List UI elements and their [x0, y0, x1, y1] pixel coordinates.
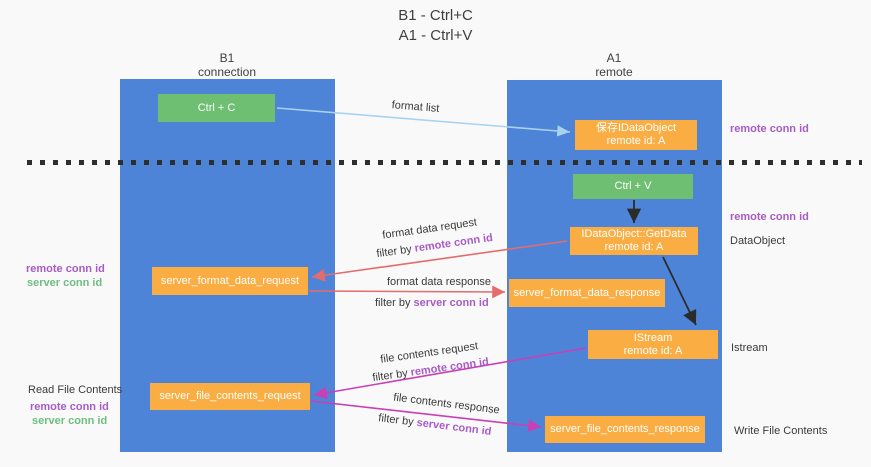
dataobject-label: DataObject [730, 235, 786, 247]
server-format-data-response-box: server_format_data_response [509, 279, 665, 307]
ctrl-v-box: Ctrl + V [573, 174, 693, 199]
format-data-response-filter-label: filter by server conn id [375, 297, 489, 309]
lifeline-a1-id: A1 [606, 51, 622, 65]
getdata-line2: remote id: A [604, 241, 664, 253]
machine-boundary-dashed-line [27, 160, 862, 165]
save-idataobject-line2: remote id: A [606, 135, 666, 147]
right-mid-remote-conn-id-label: remote conn id [730, 211, 809, 223]
left-remote-conn-id-label: remote conn id [26, 263, 105, 275]
title-line-2: A1 - Ctrl+V [398, 27, 473, 44]
istream-side-label: Istream [731, 342, 768, 354]
filter-by-text: filter by [375, 297, 414, 309]
istream-line1: IStream [633, 331, 673, 344]
filter-by-text: filter by [375, 242, 416, 261]
lifeline-b1-id: B1 [219, 51, 235, 65]
file-contents-response-label: file contents response [392, 391, 501, 417]
diagram-title: B1 - Ctrl+C A1 - Ctrl+V [0, 6, 871, 46]
server-conn-id-key: server conn id [415, 416, 493, 438]
filter-by-text: filter by [371, 366, 412, 385]
idataobject-getdata-box: IDataObject::GetData remote id: A [570, 227, 698, 255]
right-top-remote-conn-id-label: remote conn id [730, 123, 809, 135]
server-file-contents-response-label: server_file_contents_response [550, 423, 700, 435]
server-format-data-response-label: server_format_data_response [513, 286, 661, 299]
title-line-1: B1 - Ctrl+C [398, 7, 473, 24]
format-data-response-arrow [308, 285, 506, 299]
file-contents-response-filter-label: filter by server conn id [378, 412, 492, 438]
lifeline-header-b1: B1 connection [152, 51, 302, 79]
save-idataobject-line1: 保存IDataObject [595, 122, 677, 134]
left-server-conn-id-label: server conn id [27, 277, 103, 289]
read-server-conn-id-label: server conn id [32, 415, 108, 427]
ctrl-c-box: Ctrl + C [158, 94, 275, 122]
filter-by-text: filter by [377, 412, 418, 429]
server-format-data-request-label: server_format_data_request [160, 274, 300, 287]
ctrl-c-label: Ctrl + C [197, 101, 236, 114]
write-file-contents-label: Write File Contents [734, 425, 828, 437]
format-list-label: format list [391, 99, 440, 115]
lifeline-b1-role: connection [197, 65, 257, 79]
server-conn-id-key: server conn id [413, 297, 489, 309]
lifeline-header-a1: A1 remote [539, 51, 689, 79]
ctrl-v-label: Ctrl + V [614, 180, 652, 192]
server-file-contents-request-label: server_file_contents_request [159, 390, 301, 402]
server-file-contents-response-box: server_file_contents_response [545, 416, 705, 443]
server-file-contents-request-box: server_file_contents_request [150, 383, 310, 410]
lifeline-a1-role: remote [595, 65, 633, 79]
read-file-contents-label: Read File Contents [28, 384, 123, 396]
server-format-data-request-box: server_format_data_request [152, 267, 308, 295]
getdata-line1: IDataObject::GetData [581, 228, 687, 240]
read-remote-conn-id-label: remote conn id [30, 401, 109, 413]
istream-line2: remote id: A [623, 344, 683, 357]
save-idataobject-box: 保存IDataObject remote id: A [575, 120, 697, 150]
istream-box: IStream remote id: A [588, 330, 718, 359]
format-data-response-label: format data response [387, 276, 491, 288]
